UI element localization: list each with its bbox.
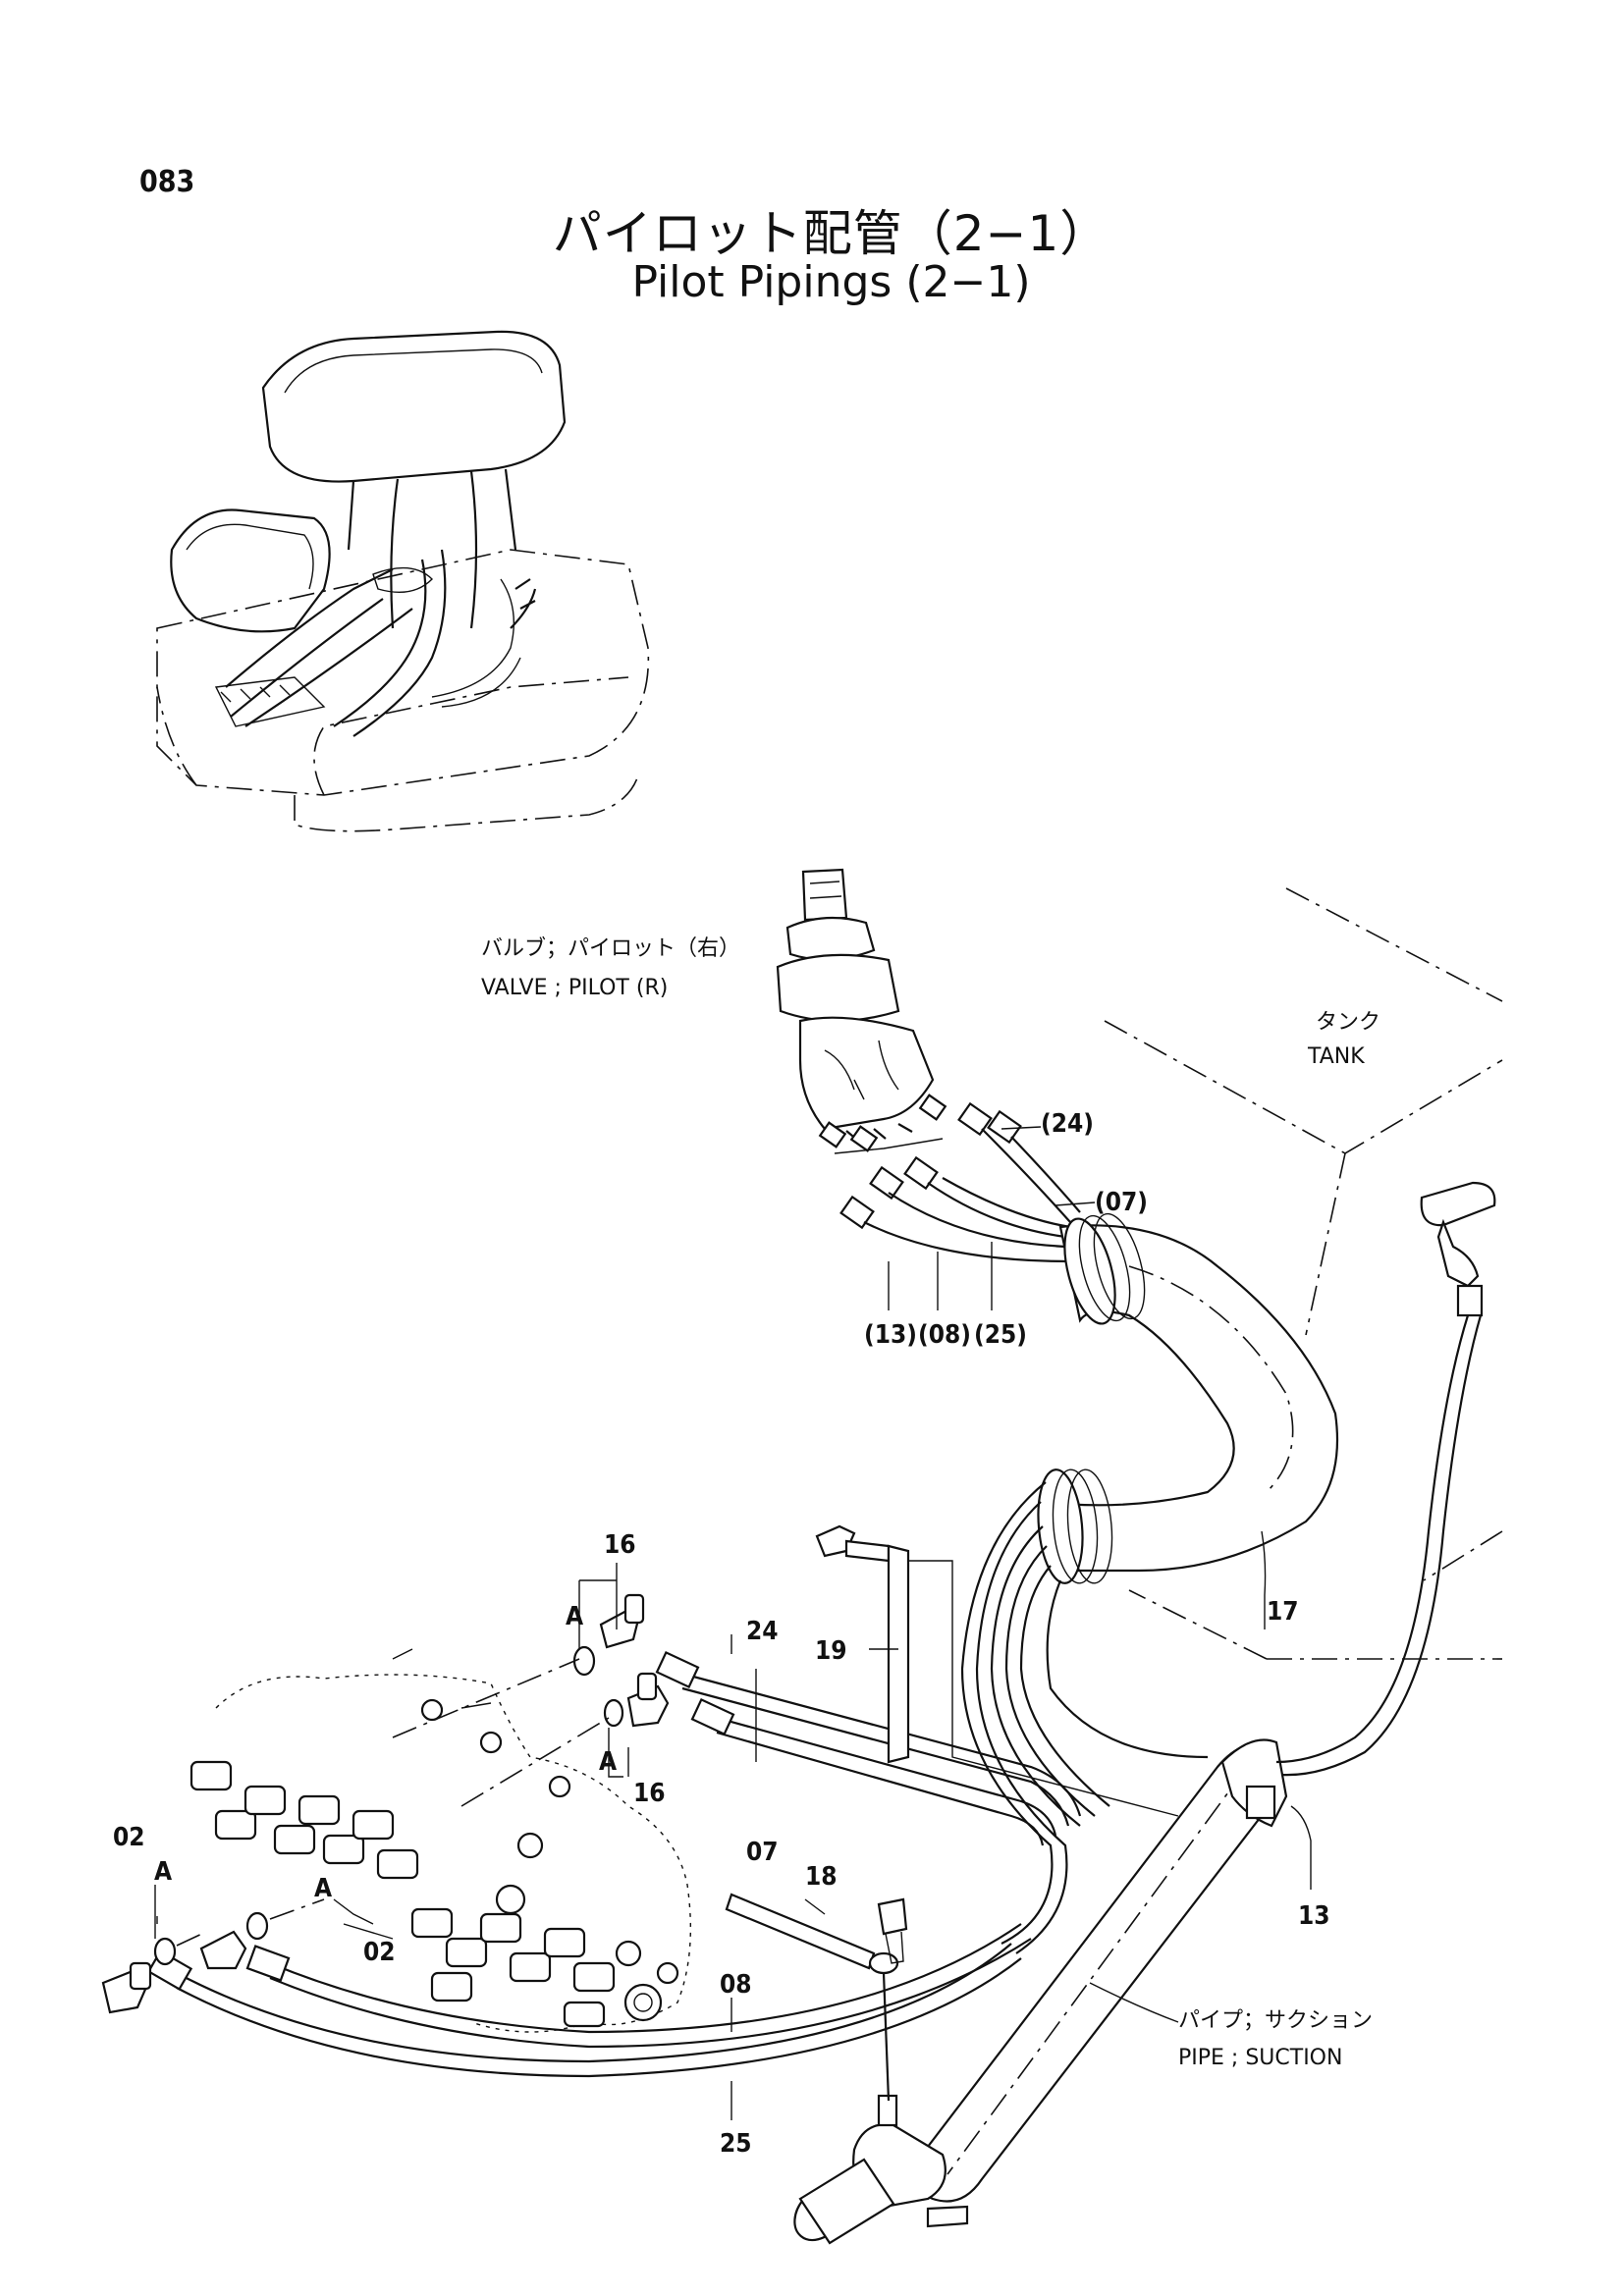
hoses-08-25	[146, 1923, 1032, 2078]
tank-label-en: TANK	[1307, 1044, 1365, 1069]
callout-25-ref: (25)	[974, 1320, 1027, 1350]
spool-fittings	[189, 1760, 679, 2028]
tank-outline	[1104, 887, 1503, 1660]
callout-08: 08	[720, 1970, 752, 2000]
callout-02-right: 02	[363, 1938, 396, 1967]
callout-16-top: 16	[604, 1530, 636, 1560]
callout-07-ref: (07)	[1095, 1188, 1148, 1217]
callout-13-ref: (13)	[864, 1320, 917, 1350]
suction-pipe-label-jp: パイプ；サクション	[1178, 2008, 1373, 2033]
pilot-hose-fittings	[834, 1101, 1022, 1230]
callout-19: 19	[815, 1636, 847, 1666]
pilot-hoses	[863, 1128, 1081, 1263]
callout-a-4: A	[314, 1874, 332, 1903]
valve-label-en: VALVE ; PILOT (R)	[481, 976, 668, 1000]
callout-13: 13	[1298, 1901, 1330, 1931]
callout-24-ref: (24)	[1041, 1109, 1094, 1139]
suction-pipe-label-en: PIPE ; SUCTION	[1178, 2046, 1342, 2070]
callout-a-2: A	[599, 1747, 617, 1777]
pilot-valve-right	[776, 868, 947, 1152]
hose-conduit	[1037, 1212, 1339, 1584]
callout-a-1: A	[566, 1602, 583, 1631]
callout-leaders	[154, 1126, 1312, 2120]
callout-16-bottom: 16	[633, 1779, 666, 1808]
callout-02-left: 02	[113, 1823, 145, 1852]
page-title-english: Pilot Pipings (2−1)	[631, 257, 1031, 307]
callout-25: 25	[720, 2129, 752, 2159]
callout-07: 07	[746, 1838, 779, 1867]
page-title-japanese: パイロット配管（2−1）	[552, 205, 1110, 262]
callout-17: 17	[1267, 1597, 1299, 1627]
valve-label-jp: バルブ；パイロット（右）	[481, 936, 740, 961]
page-number: 083	[139, 165, 195, 199]
callout-08-ref: (08)	[918, 1320, 971, 1350]
callout-a-3: A	[154, 1857, 172, 1887]
hoses-24-07	[655, 1650, 1082, 1846]
drain-hose-13	[1275, 1181, 1496, 1777]
machine-overview-illustration	[156, 330, 650, 832]
callout-24: 24	[746, 1617, 779, 1646]
adapters-orings	[101, 1593, 670, 2014]
control-valve-block	[189, 1648, 692, 2033]
callout-18: 18	[805, 1862, 838, 1892]
tank-label-jp: タンク	[1316, 1010, 1380, 1035]
suction-pipe	[725, 1738, 1288, 2245]
clamp-strap-19	[815, 1524, 1179, 1817]
